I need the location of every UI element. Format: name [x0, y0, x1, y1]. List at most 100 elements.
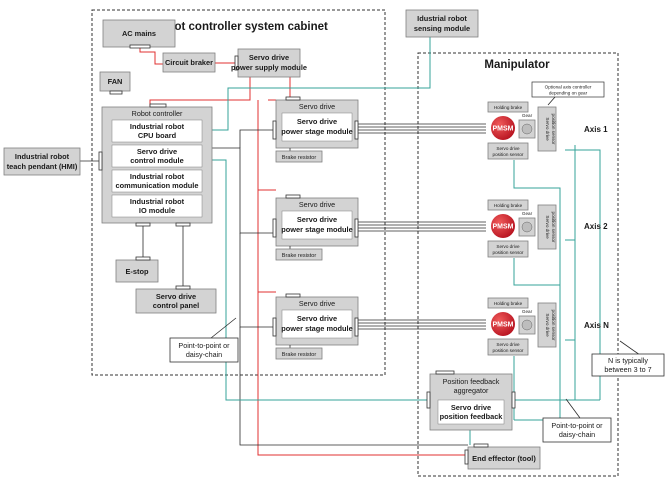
brake-resistor-2: Brake resistor [275, 246, 323, 261]
power-stage-3-line2: power stage module [281, 324, 352, 333]
power-stage-1-line1: Servo drive [297, 117, 337, 126]
position-sensor-1-line1: Servo drive [496, 146, 520, 151]
power-stage-1-line2: power stage module [281, 127, 352, 136]
ac-mains-label: AC mains [122, 29, 156, 38]
position-sensor-3-line2: position sensor [493, 348, 524, 353]
sensor-vertical-1-line2: position sensor [551, 114, 556, 145]
control-module-line1: Servo drive [137, 147, 177, 156]
holding-brake-3-label: Holding brake [494, 301, 523, 306]
gear-1-icon [521, 123, 533, 135]
servo-drive-1: Servo drive Servo drive power stage modu… [272, 96, 359, 149]
power-stage-3-line1: Servo drive [297, 314, 337, 323]
comm-module-line2: communication module [116, 181, 199, 190]
servo-psu-line2: power supply module [231, 63, 307, 72]
sensor-vertical-3-line2: position sensor [551, 310, 556, 341]
sensor-vertical-3-line1: Servo drive [545, 313, 550, 337]
aggregator-inner1: Servo drive [451, 403, 491, 412]
servo-psu-box: Servo drive power supply module [231, 48, 307, 78]
optional-controller-note: Optional axis controller depending on ge… [531, 81, 605, 106]
feedback-aggregator-box: Position feedback aggregator Servo drive… [426, 370, 516, 431]
p2p-left-line1: Point-to-point or [178, 341, 230, 350]
power-stage-2-line1: Servo drive [297, 215, 337, 224]
end-effector-label: End effector (tool) [472, 454, 536, 463]
axis-2-label: Axis 2 [584, 222, 608, 231]
teach-pendant-line2: teach pendant (HMI) [7, 162, 78, 171]
gear-2-label: Gear [522, 211, 533, 216]
pmsm-2-label: PMSM [493, 224, 514, 231]
cabinet-border [91, 9, 386, 376]
brake-resistor-3-label: Brake resistor [282, 352, 317, 358]
teach-pendant-box: Industrial robot teach pendant (HMI) [3, 147, 81, 176]
pmsm-1-icon [491, 116, 515, 140]
control-module-line2: control module [130, 156, 183, 165]
position-sensor-3-line1: Servo drive [496, 342, 520, 347]
circuit-breaker-box: Circuit braker [162, 52, 216, 73]
pmsm-3-label: PMSM [493, 322, 514, 329]
estop-box: E-stop [115, 256, 159, 283]
aggregator-line1: Position feedback [443, 377, 500, 386]
servo-drive-2-title: Servo drive [299, 200, 335, 209]
gear-2-icon [521, 221, 533, 233]
brake-resistor-3: Brake resistor [275, 345, 323, 360]
servo-drive-3-title: Servo drive [299, 299, 335, 308]
gear-3-icon [521, 319, 533, 331]
cabinet-title: Robot controller system cabinet [152, 21, 328, 33]
servo-drive-1-title: Servo drive [299, 102, 335, 111]
circuit-breaker-label: Circuit braker [165, 58, 213, 67]
axis-1-group: Holding brake PMSM Gear Servo drive posi… [487, 101, 608, 160]
n-note: N is typically between 3 to 7 [591, 340, 665, 377]
brake-resistor-1: Brake resistor [275, 148, 323, 163]
cpu-board-line1: Industrial robot [130, 122, 185, 131]
sensor-vertical-2-line2: position sensor [551, 212, 556, 243]
optional-note-line2: depending on gear [549, 91, 588, 96]
pmsm-3-icon [491, 312, 515, 336]
brake-resistor-1-label: Brake resistor [282, 155, 317, 161]
power-stage-2-line2: power stage module [281, 225, 352, 234]
axis-n-group: Holding brake PMSM Gear Servo drive posi… [487, 297, 609, 356]
fan-box: FAN [99, 71, 131, 95]
connection-lines [80, 35, 601, 456]
pmsm-1-label: PMSM [493, 126, 514, 133]
n-note-line1: N is typically [608, 356, 648, 365]
p2p-left-callout: Point-to-point or daisy-chain [169, 317, 239, 363]
holding-brake-2-label: Holding brake [494, 203, 523, 208]
manipulator-title: Manipulator [484, 59, 550, 71]
sensing-module-line1: Idustrial robot [417, 14, 467, 23]
control-panel-box: Servo drive control panel [135, 285, 217, 314]
motor-power-lines [357, 123, 486, 330]
p2p-right-line1: Point-to-point or [551, 421, 603, 430]
sensor-vertical-2-line1: Servo drive [545, 215, 550, 239]
robot-controller-title: Robot controller [132, 109, 183, 118]
end-effector-box: End effector (tool) [464, 443, 541, 470]
sensor-vertical-1-line1: Servo drive [545, 117, 550, 141]
p2p-right-line2: daisy-chain [559, 430, 595, 439]
n-note-line2: between 3 to 7 [604, 365, 651, 374]
axis-2-group: Holding brake PMSM Gear Servo drive posi… [487, 199, 608, 258]
io-module-line2: IO module [139, 206, 175, 215]
position-sensor-2-line1: Servo drive [496, 244, 520, 249]
gear-3-label: Gear [522, 309, 533, 314]
sensing-module-box: Idustrial robot sensing module [405, 9, 479, 38]
gear-1-label: Gear [522, 113, 533, 118]
comm-module-line1: Industrial robot [130, 172, 185, 181]
pmsm-2-icon [491, 214, 515, 238]
p2p-right-callout: Point-to-point or daisy-chain [542, 398, 612, 443]
sensing-module-line2: sensing module [414, 24, 470, 33]
p2p-left-line2: daisy-chain [186, 350, 222, 359]
estop-label: E-stop [126, 267, 149, 276]
control-panel-line2: control panel [153, 301, 199, 310]
axis-n-label: Axis N [584, 321, 609, 330]
aggregator-inner2: position feedback [440, 412, 504, 421]
holding-brake-1-label: Holding brake [494, 105, 523, 110]
axis-1-label: Axis 1 [584, 125, 608, 134]
optional-note-line1: Optional axis controller [545, 85, 592, 90]
ac-mains-box: AC mains [102, 19, 176, 49]
position-sensor-1-line2: position sensor [493, 152, 524, 157]
servo-drive-2: Servo drive Servo drive power stage modu… [272, 194, 359, 247]
fan-label: FAN [108, 77, 123, 86]
io-module-line1: Industrial robot [130, 197, 185, 206]
brake-resistor-2-label: Brake resistor [282, 253, 317, 259]
servo-drive-3: Servo drive Servo drive power stage modu… [272, 293, 359, 346]
position-sensor-2-line2: position sensor [493, 250, 524, 255]
